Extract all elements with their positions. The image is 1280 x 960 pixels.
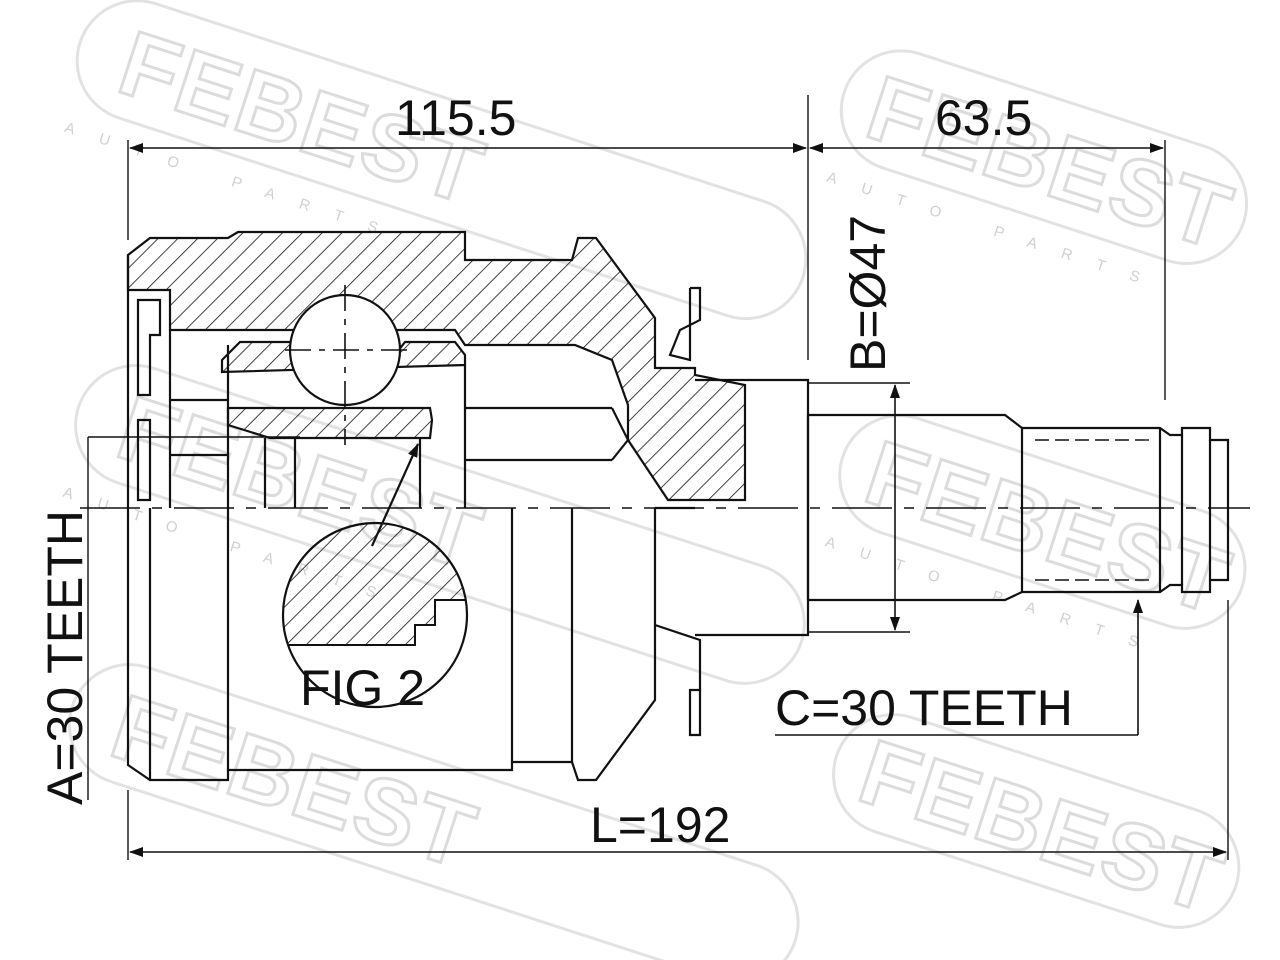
- housing-length-label: 115.5: [395, 90, 516, 146]
- watermark-brand: FEBEST: [854, 422, 1242, 635]
- watermark-brand: FEBEST: [100, 676, 488, 889]
- dim-shaft-diameter: [808, 382, 910, 633]
- boot-clamp: [688, 688, 702, 737]
- dim-total-length: [127, 600, 1229, 860]
- shaft-length-label: 63.5: [935, 90, 1032, 146]
- total-length-label: L=192: [590, 797, 730, 853]
- housing-outline: [126, 255, 657, 782]
- shaft-diameter-label: B=Ø47: [840, 215, 896, 372]
- dim-inner-spline: [87, 436, 300, 800]
- fig2-label: FIG 2: [300, 660, 425, 716]
- outer-spline-label: C=30 TEETH: [775, 680, 1073, 736]
- watermark-brand: FEBEST: [848, 721, 1236, 934]
- inner-spline-label: A=30 TEETH: [37, 510, 93, 805]
- circlip: [136, 418, 152, 502]
- circlip: [136, 298, 162, 397]
- inner-race-section: [226, 406, 434, 440]
- dim-shaft-length: [809, 140, 1166, 400]
- dim-housing-length: [127, 95, 809, 360]
- shaft: [808, 413, 1230, 602]
- fig2-detail: [281, 443, 469, 709]
- boot-clamp: [668, 286, 702, 362]
- dim-outer-spline: [775, 599, 1143, 736]
- part-outline: [80, 95, 1250, 860]
- watermark-brand: FEBEST: [856, 57, 1244, 270]
